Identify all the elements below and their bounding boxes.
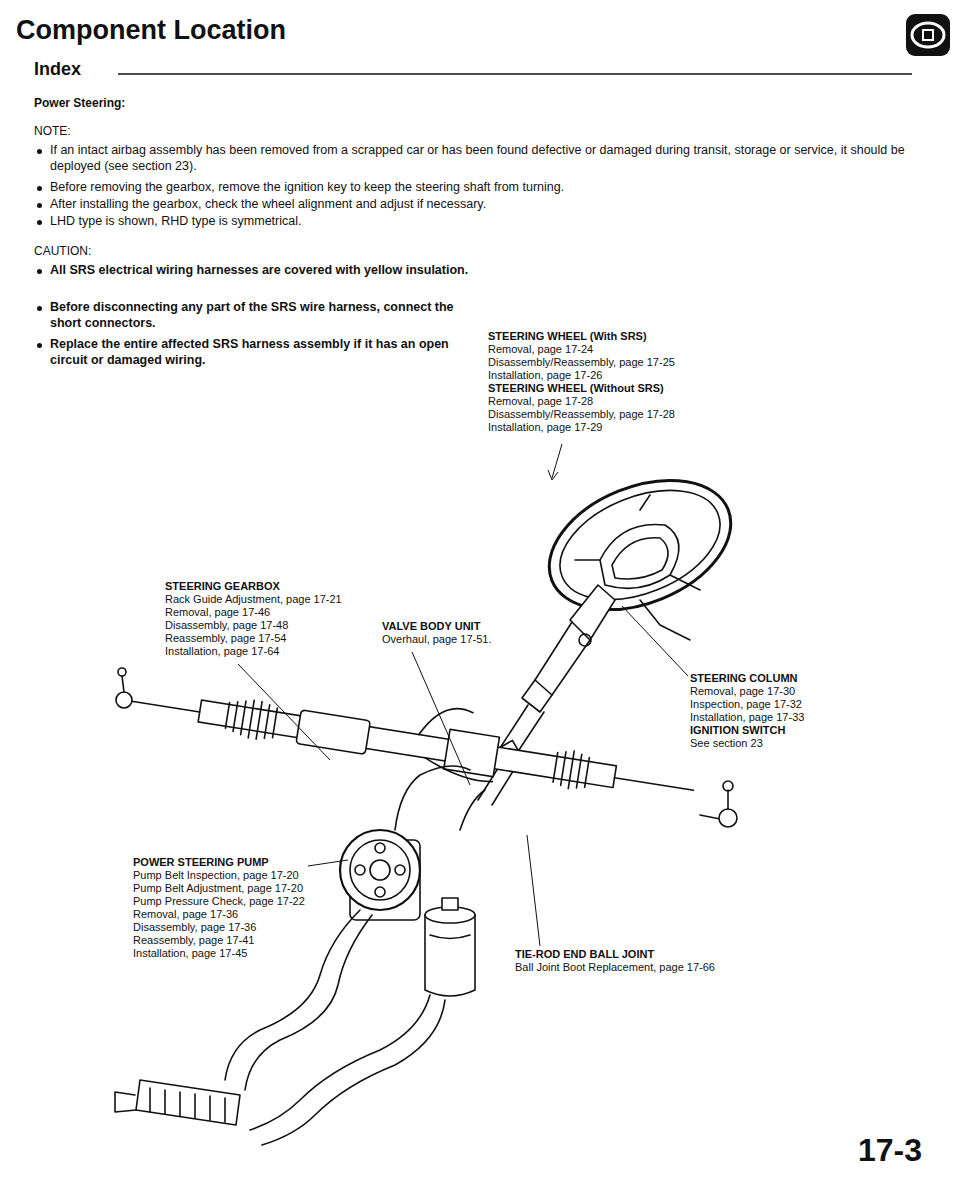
page-reference: Inspection, page 17-32 [690,698,802,712]
page-reference: Installation, page 17-26 [488,369,602,383]
bullet-dot [37,343,42,348]
part-name: STEERING COLUMN [690,672,798,686]
bullet-dot [37,149,42,154]
page-reference: Reassembly, page 17-41 [133,934,254,948]
page-reference: Removal, page 17-36 [133,908,238,922]
caution-text: All SRS electrical wiring harnesses are … [50,263,480,279]
section-heading: Index [34,58,81,81]
valve-body-unit [395,766,485,830]
bullet-dot [37,306,42,311]
caution-text: Replace the entire affected SRS harness … [50,337,480,368]
leader-lines [238,444,688,946]
page-reference: Installation, page 17-29 [488,421,602,435]
bullet-dot [37,269,42,274]
part-name: IGNITION SWITCH [690,724,785,738]
part-name: POWER STEERING PUMP [133,856,269,870]
header-rule [118,73,912,75]
hoses-cooler [115,910,445,1145]
section-subheading: Power Steering: [34,96,125,111]
note-text: Before removing the gearbox, remove the … [50,180,940,196]
section-icon [906,14,950,56]
page-reference: Removal, page 17-24 [488,343,593,357]
page-title: Component Location [16,14,286,48]
bullet-dot [37,203,42,208]
page-reference: Overhaul, page 17-51. [382,633,491,647]
caution-heading: CAUTION: [34,244,91,259]
page-reference: Installation, page 17-64 [165,645,279,659]
page-reference: Disassembly, page 17-48 [165,619,288,633]
page-reference: Removal, page 17-28 [488,395,593,409]
note-heading: NOTE: [34,124,71,139]
power-steering-pump [340,830,420,920]
page-number: 17-3 [858,1130,922,1170]
page-reference: Pump Belt Inspection, page 17-20 [133,869,299,883]
page-reference: Disassembly/Reassembly, page 17-28 [488,408,675,422]
page-reference: Disassembly/Reassembly, page 17-25 [488,356,675,370]
steering-wheel [530,456,750,635]
part-name: STEERING WHEEL (With SRS) [488,330,647,344]
page-reference: Rack Guide Adjustment, page 17-21 [165,593,342,607]
page-reference: Installation, page 17-45 [133,947,247,961]
bullet-dot [37,186,42,191]
page-reference: See section 23 [690,737,763,751]
note-text: LHD type is shown, RHD type is symmetric… [50,214,940,230]
page-reference: Ball Joint Boot Replacement, page 17-66 [515,961,715,975]
note-text: After installing the gearbox, check the … [50,197,940,213]
steering-gearbox [117,656,701,814]
tie-rod-end [116,668,737,827]
fluid-reservoir [425,898,475,996]
part-name: TIE-ROD END BALL JOINT [515,948,654,962]
part-name: STEERING WHEEL (Without SRS) [488,382,664,396]
note-text: If an intact airbag assembly has been re… [50,143,940,174]
page-reference: Disassembly, page 17-36 [133,921,256,935]
caution-text: Before disconnecting any part of the SRS… [50,300,480,331]
page-reference: Pump Pressure Check, page 17-22 [133,895,305,909]
part-name: STEERING GEARBOX [165,580,280,594]
page-reference: Reassembly, page 17-54 [165,632,286,646]
page-reference: Removal, page 17-30 [690,685,795,699]
part-name: VALVE BODY UNIT [382,620,480,634]
bullet-dot [37,220,42,225]
page-reference: Removal, page 17-46 [165,606,270,620]
page-reference: Pump Belt Adjustment, page 17-20 [133,882,303,896]
page-reference: Installation, page 17-33 [690,711,804,725]
